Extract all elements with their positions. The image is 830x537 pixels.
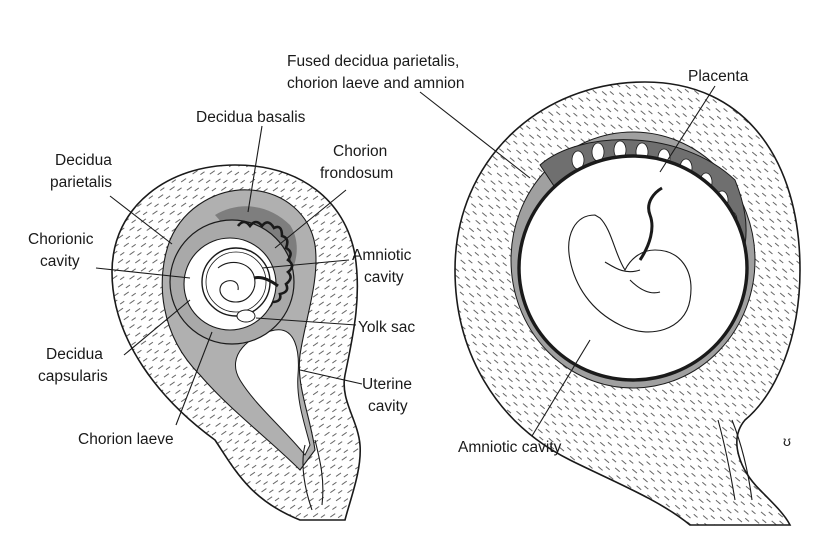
- label-amniotic-cavity-large: Amniotic cavity: [458, 439, 562, 456]
- umbilical-cord: [638, 186, 663, 261]
- label-chorion-frondosum-1: Chorion: [333, 143, 387, 160]
- chorion-frondosum-villi: [236, 220, 294, 309]
- early-uterus: [111, 164, 361, 521]
- label-chorionic-cavity-2: cavity: [40, 253, 80, 270]
- label-decidua-capsularis-2: capsularis: [38, 368, 108, 385]
- label-decidua-parietalis-1: Decidua: [55, 152, 112, 169]
- yolk-sac: [236, 309, 256, 323]
- label-amniotic-cavity-small-2: cavity: [364, 269, 404, 286]
- left-cervix: [302, 439, 324, 511]
- label-amniotic-cavity-small-1: Amniotic: [352, 247, 412, 264]
- label-chorionic-cavity-1: Chorionic: [28, 231, 94, 248]
- label-fused-line1: Fused decidua parietalis,: [287, 53, 459, 70]
- label-yolk-sac: Yolk sac: [358, 319, 415, 336]
- label-chorion-frondosum-2: frondosum: [320, 165, 393, 182]
- leader-lines: [95, 85, 716, 437]
- label-decidua-basalis: Decidua basalis: [196, 109, 306, 126]
- svg-text:ʊ: ʊ: [783, 433, 791, 449]
- left-uterine-cavity: [234, 329, 311, 456]
- label-decidua-capsularis-1: Decidua: [46, 346, 103, 363]
- label-placenta: Placenta: [688, 68, 749, 85]
- label-decidua-parietalis-2: parietalis: [50, 174, 112, 191]
- label-fused-line2: chorion laeve and amnion: [287, 75, 465, 92]
- labels: Fused decidua parietalis, chorion laeve …: [28, 53, 749, 456]
- early-embryo: [217, 261, 256, 303]
- label-uterine-cavity-2: cavity: [368, 398, 408, 415]
- late-uterus: ʊ: [454, 81, 801, 526]
- fetus: [568, 214, 692, 333]
- right-cervix: [717, 419, 753, 501]
- label-chorion-laeve: Chorion laeve: [78, 431, 174, 448]
- label-uterine-cavity-1: Uterine: [362, 376, 412, 393]
